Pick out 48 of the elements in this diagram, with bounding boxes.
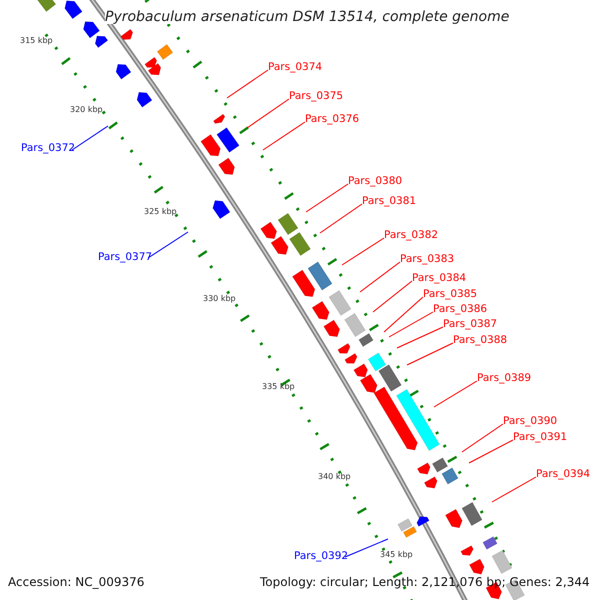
leader-line bbox=[306, 184, 348, 212]
leader-line bbox=[492, 476, 536, 502]
gene-label: Pars_0387 bbox=[443, 319, 498, 330]
leader-line bbox=[226, 70, 268, 98]
accession-text: Accession: NC_009376 bbox=[8, 576, 144, 588]
gene-label: Pars_0391 bbox=[513, 432, 568, 442]
gene-label: Pars_0392 bbox=[294, 551, 348, 562]
scale-label: 315 kbp bbox=[20, 37, 53, 45]
genome-summary-text: Topology: circular; Length: 2,121,076 bp; Genes: 2,344 bbox=[260, 576, 590, 588]
leader-line bbox=[360, 262, 400, 292]
leader-line bbox=[388, 312, 434, 338]
leader-line bbox=[320, 204, 362, 234]
gene-label: Pars_0382 bbox=[384, 230, 438, 240]
gene-label: Pars_0386 bbox=[433, 304, 488, 314]
gene-label: Pars_0376 bbox=[305, 114, 360, 124]
leader-line bbox=[344, 538, 388, 558]
gene-label: Pars_0384 bbox=[412, 273, 466, 284]
scale-label: 330 kbp bbox=[203, 295, 236, 303]
leader-line bbox=[148, 232, 188, 258]
leader-line bbox=[246, 98, 290, 128]
gene-label: Pars_0374 bbox=[268, 62, 322, 72]
gene-label: Pars_0380 bbox=[348, 176, 402, 186]
gene-label: Pars_0388 bbox=[453, 335, 508, 346]
scale-label: 320 kbp bbox=[70, 106, 103, 114]
scale-label: 340 kbp bbox=[318, 473, 351, 481]
leader-line bbox=[384, 296, 424, 332]
gene-label: Pars_0381 bbox=[362, 196, 416, 206]
scale-label: 345 kbp bbox=[380, 551, 413, 559]
gene-label: Pars_0377 bbox=[98, 252, 152, 262]
gene-label: Pars_0394 bbox=[536, 469, 590, 480]
gene-label: Pars_0390 bbox=[503, 416, 558, 426]
leader-line bbox=[372, 280, 412, 312]
leader-line bbox=[468, 440, 514, 464]
gene-label: Pars_0389 bbox=[477, 373, 532, 384]
gene-label: Pars_0372 bbox=[21, 143, 76, 154]
leader-line bbox=[72, 126, 108, 150]
gene-label: Pars_0383 bbox=[400, 254, 454, 264]
map-title: Pyrobaculum arsenaticum DSM 13514, complete genome bbox=[105, 10, 510, 24]
leader-line bbox=[342, 238, 384, 266]
leader-line bbox=[262, 122, 306, 150]
leader-line bbox=[396, 326, 444, 348]
leader-line bbox=[434, 380, 478, 408]
leader-line bbox=[462, 424, 504, 452]
scale-label: 335 kbp bbox=[262, 383, 295, 391]
gene-label: Pars_0385 bbox=[423, 289, 478, 300]
leader-line bbox=[406, 342, 454, 366]
gene-label: Pars_0375 bbox=[289, 91, 344, 102]
scale-label: 325 kbp bbox=[144, 208, 177, 216]
